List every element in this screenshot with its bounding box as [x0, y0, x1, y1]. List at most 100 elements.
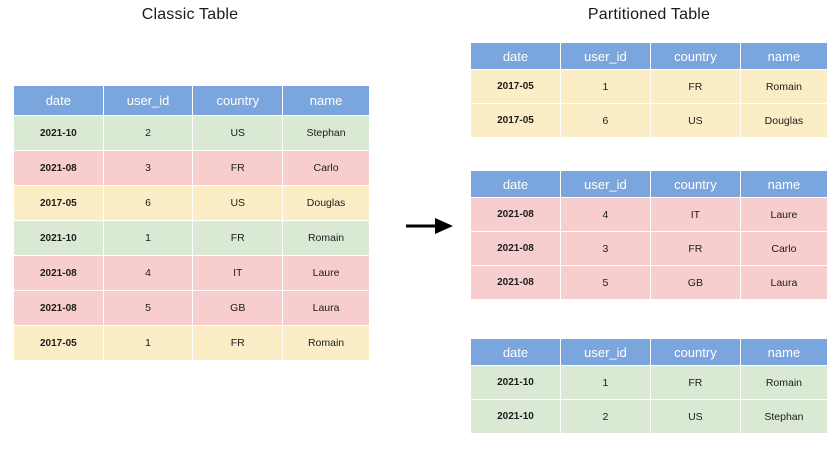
cell-country: FR — [192, 325, 284, 361]
cell-date: 2017-05 — [470, 103, 561, 138]
cell-date: 2017-05 — [13, 185, 104, 221]
arrow-right-icon — [405, 216, 455, 236]
column-header-user_id: user_id — [559, 42, 651, 70]
column-header-name: name — [739, 170, 829, 198]
cell-name: Romain — [739, 69, 829, 104]
cell-date: 2021-10 — [13, 220, 104, 256]
column-header-name: name — [739, 42, 829, 70]
cell-name: Carlo — [739, 231, 829, 266]
cell-user_id: 1 — [102, 325, 194, 361]
column-header-country: country — [649, 42, 741, 70]
column-header-country: country — [649, 170, 741, 198]
cell-name: Laura — [739, 265, 829, 300]
cell-user_id: 1 — [559, 69, 651, 104]
cell-country: GB — [649, 265, 741, 300]
cell-country: US — [192, 185, 284, 221]
cell-user_id: 5 — [559, 265, 651, 300]
cell-country: GB — [192, 290, 284, 326]
cell-user_id: 2 — [102, 115, 194, 151]
cell-date: 2021-10 — [13, 115, 104, 151]
cell-country: FR — [192, 150, 284, 186]
cell-country: US — [649, 103, 741, 138]
cell-country: FR — [649, 69, 741, 104]
cell-name: Laure — [739, 197, 829, 232]
cell-user_id: 3 — [559, 231, 651, 266]
cell-date: 2021-08 — [13, 150, 104, 186]
column-header-date: date — [13, 85, 104, 116]
column-header-country: country — [192, 85, 284, 116]
cell-date: 2021-08 — [13, 290, 104, 326]
cell-name: Carlo — [282, 150, 370, 186]
cell-date: 2017-05 — [13, 325, 104, 361]
column-header-date: date — [470, 42, 561, 70]
column-header-date: date — [470, 338, 561, 366]
cell-user_id: 2 — [559, 399, 651, 434]
cell-name: Romain — [282, 220, 370, 256]
cell-name: Stephan — [739, 399, 829, 434]
cell-country: FR — [649, 231, 741, 266]
cell-country: FR — [192, 220, 284, 256]
cell-user_id: 6 — [102, 185, 194, 221]
column-header-country: country — [649, 338, 741, 366]
cell-user_id: 4 — [102, 255, 194, 291]
cell-user_id: 5 — [102, 290, 194, 326]
cell-name: Romain — [739, 365, 829, 400]
cell-user_id: 4 — [559, 197, 651, 232]
classic-table-title: Classic Table — [141, 6, 239, 23]
cell-user_id: 1 — [559, 365, 651, 400]
cell-country: US — [649, 399, 741, 434]
cell-date: 2021-08 — [13, 255, 104, 291]
column-header-date: date — [470, 170, 561, 198]
cell-country: IT — [192, 255, 284, 291]
cell-user_id: 3 — [102, 150, 194, 186]
cell-name: Douglas — [739, 103, 829, 138]
column-header-user_id: user_id — [559, 170, 651, 198]
cell-name: Laure — [282, 255, 370, 291]
cell-name: Romain — [282, 325, 370, 361]
cell-date: 2021-08 — [470, 231, 561, 266]
cell-country: FR — [649, 365, 741, 400]
cell-date: 2021-10 — [470, 365, 561, 400]
column-header-user_id: user_id — [559, 338, 651, 366]
cell-date: 2021-08 — [470, 197, 561, 232]
cell-date: 2017-05 — [470, 69, 561, 104]
cell-name: Stephan — [282, 115, 370, 151]
cell-country: US — [192, 115, 284, 151]
cell-user_id: 6 — [559, 103, 651, 138]
cell-name: Laura — [282, 290, 370, 326]
column-header-name: name — [739, 338, 829, 366]
cell-name: Douglas — [282, 185, 370, 221]
cell-country: IT — [649, 197, 741, 232]
cell-user_id: 1 — [102, 220, 194, 256]
cell-date: 2021-08 — [470, 265, 561, 300]
column-header-name: name — [282, 85, 370, 116]
column-header-user_id: user_id — [102, 85, 194, 116]
